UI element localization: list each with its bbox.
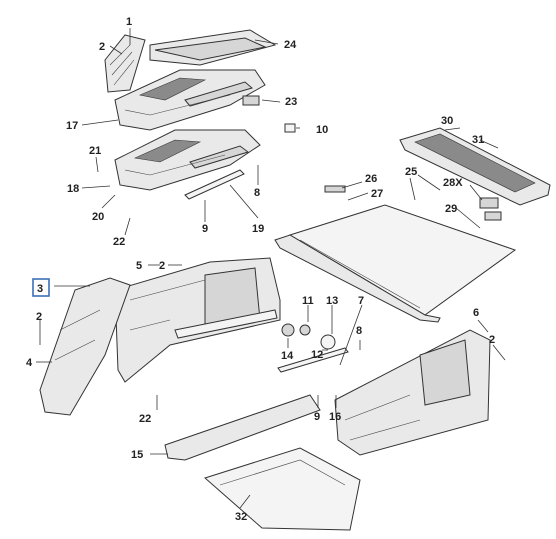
callout-32: 32 (235, 511, 247, 523)
molding-7 (277, 347, 349, 373)
callout-22-b: 22 (139, 413, 151, 425)
clip-10 (284, 123, 296, 133)
callout-27: 27 (371, 188, 383, 200)
bracket-29 (484, 211, 502, 221)
callout-10: 10 (316, 124, 328, 136)
bracket-26 (324, 185, 346, 193)
floor-tray-32 (204, 447, 361, 531)
callout-12: 12 (311, 349, 323, 361)
pillar-trim (39, 277, 131, 416)
callout-14: 14 (281, 350, 294, 362)
callout-7: 7 (358, 295, 364, 307)
callout-19: 19 (252, 223, 264, 235)
fasteners-11-14 (281, 323, 336, 350)
callout-labels: 1 2 24 23 17 10 21 18 20 8 9 19 22 30 31… (26, 16, 495, 523)
callout-8: 8 (254, 187, 260, 199)
callout-28x: 28X (443, 177, 463, 189)
left-quarter-trim (114, 257, 281, 383)
callout-2-c: 2 (36, 311, 42, 323)
callout-11: 11 (302, 295, 314, 307)
callout-29: 29 (445, 203, 457, 215)
callout-20: 20 (92, 211, 104, 223)
callout-18: 18 (67, 183, 79, 195)
cargo-cover (274, 204, 517, 323)
callout-8-b: 8 (356, 325, 362, 337)
bracket-28x (479, 197, 499, 209)
callout-17: 17 (66, 120, 78, 132)
callout-26: 26 (365, 173, 377, 185)
callout-23: 23 (285, 96, 297, 108)
sill-plate-lower (114, 129, 261, 191)
callout-4: 4 (26, 357, 33, 369)
callout-13: 13 (326, 295, 338, 307)
clip-23 (242, 95, 260, 106)
sill-strip (184, 169, 245, 200)
callout-1: 1 (126, 16, 132, 28)
leader-lines (36, 28, 506, 509)
sill-plate-upper (114, 69, 266, 131)
rear-sill-plate (399, 127, 551, 206)
right-quarter-trim (334, 329, 491, 456)
callout-21: 21 (89, 145, 101, 157)
callout-9-b: 9 (314, 411, 320, 423)
callout-30: 30 (441, 115, 453, 127)
callout-2-d: 2 (489, 334, 495, 346)
callout-22: 22 (113, 236, 125, 248)
rail-15 (164, 394, 321, 461)
callout-6: 6 (473, 307, 479, 319)
callout-3-highlight (32, 278, 50, 297)
callout-3: 3 (37, 283, 43, 295)
callout-9: 9 (202, 223, 208, 235)
callout-16: 16 (329, 411, 341, 423)
callout-24: 24 (284, 39, 297, 51)
callout-15: 15 (131, 449, 143, 461)
callout-2-b: 2 (159, 260, 165, 272)
callout-5: 5 (136, 260, 142, 272)
callout-25: 25 (405, 166, 417, 178)
callout-2: 2 (99, 41, 105, 53)
callout-31: 31 (472, 134, 484, 146)
